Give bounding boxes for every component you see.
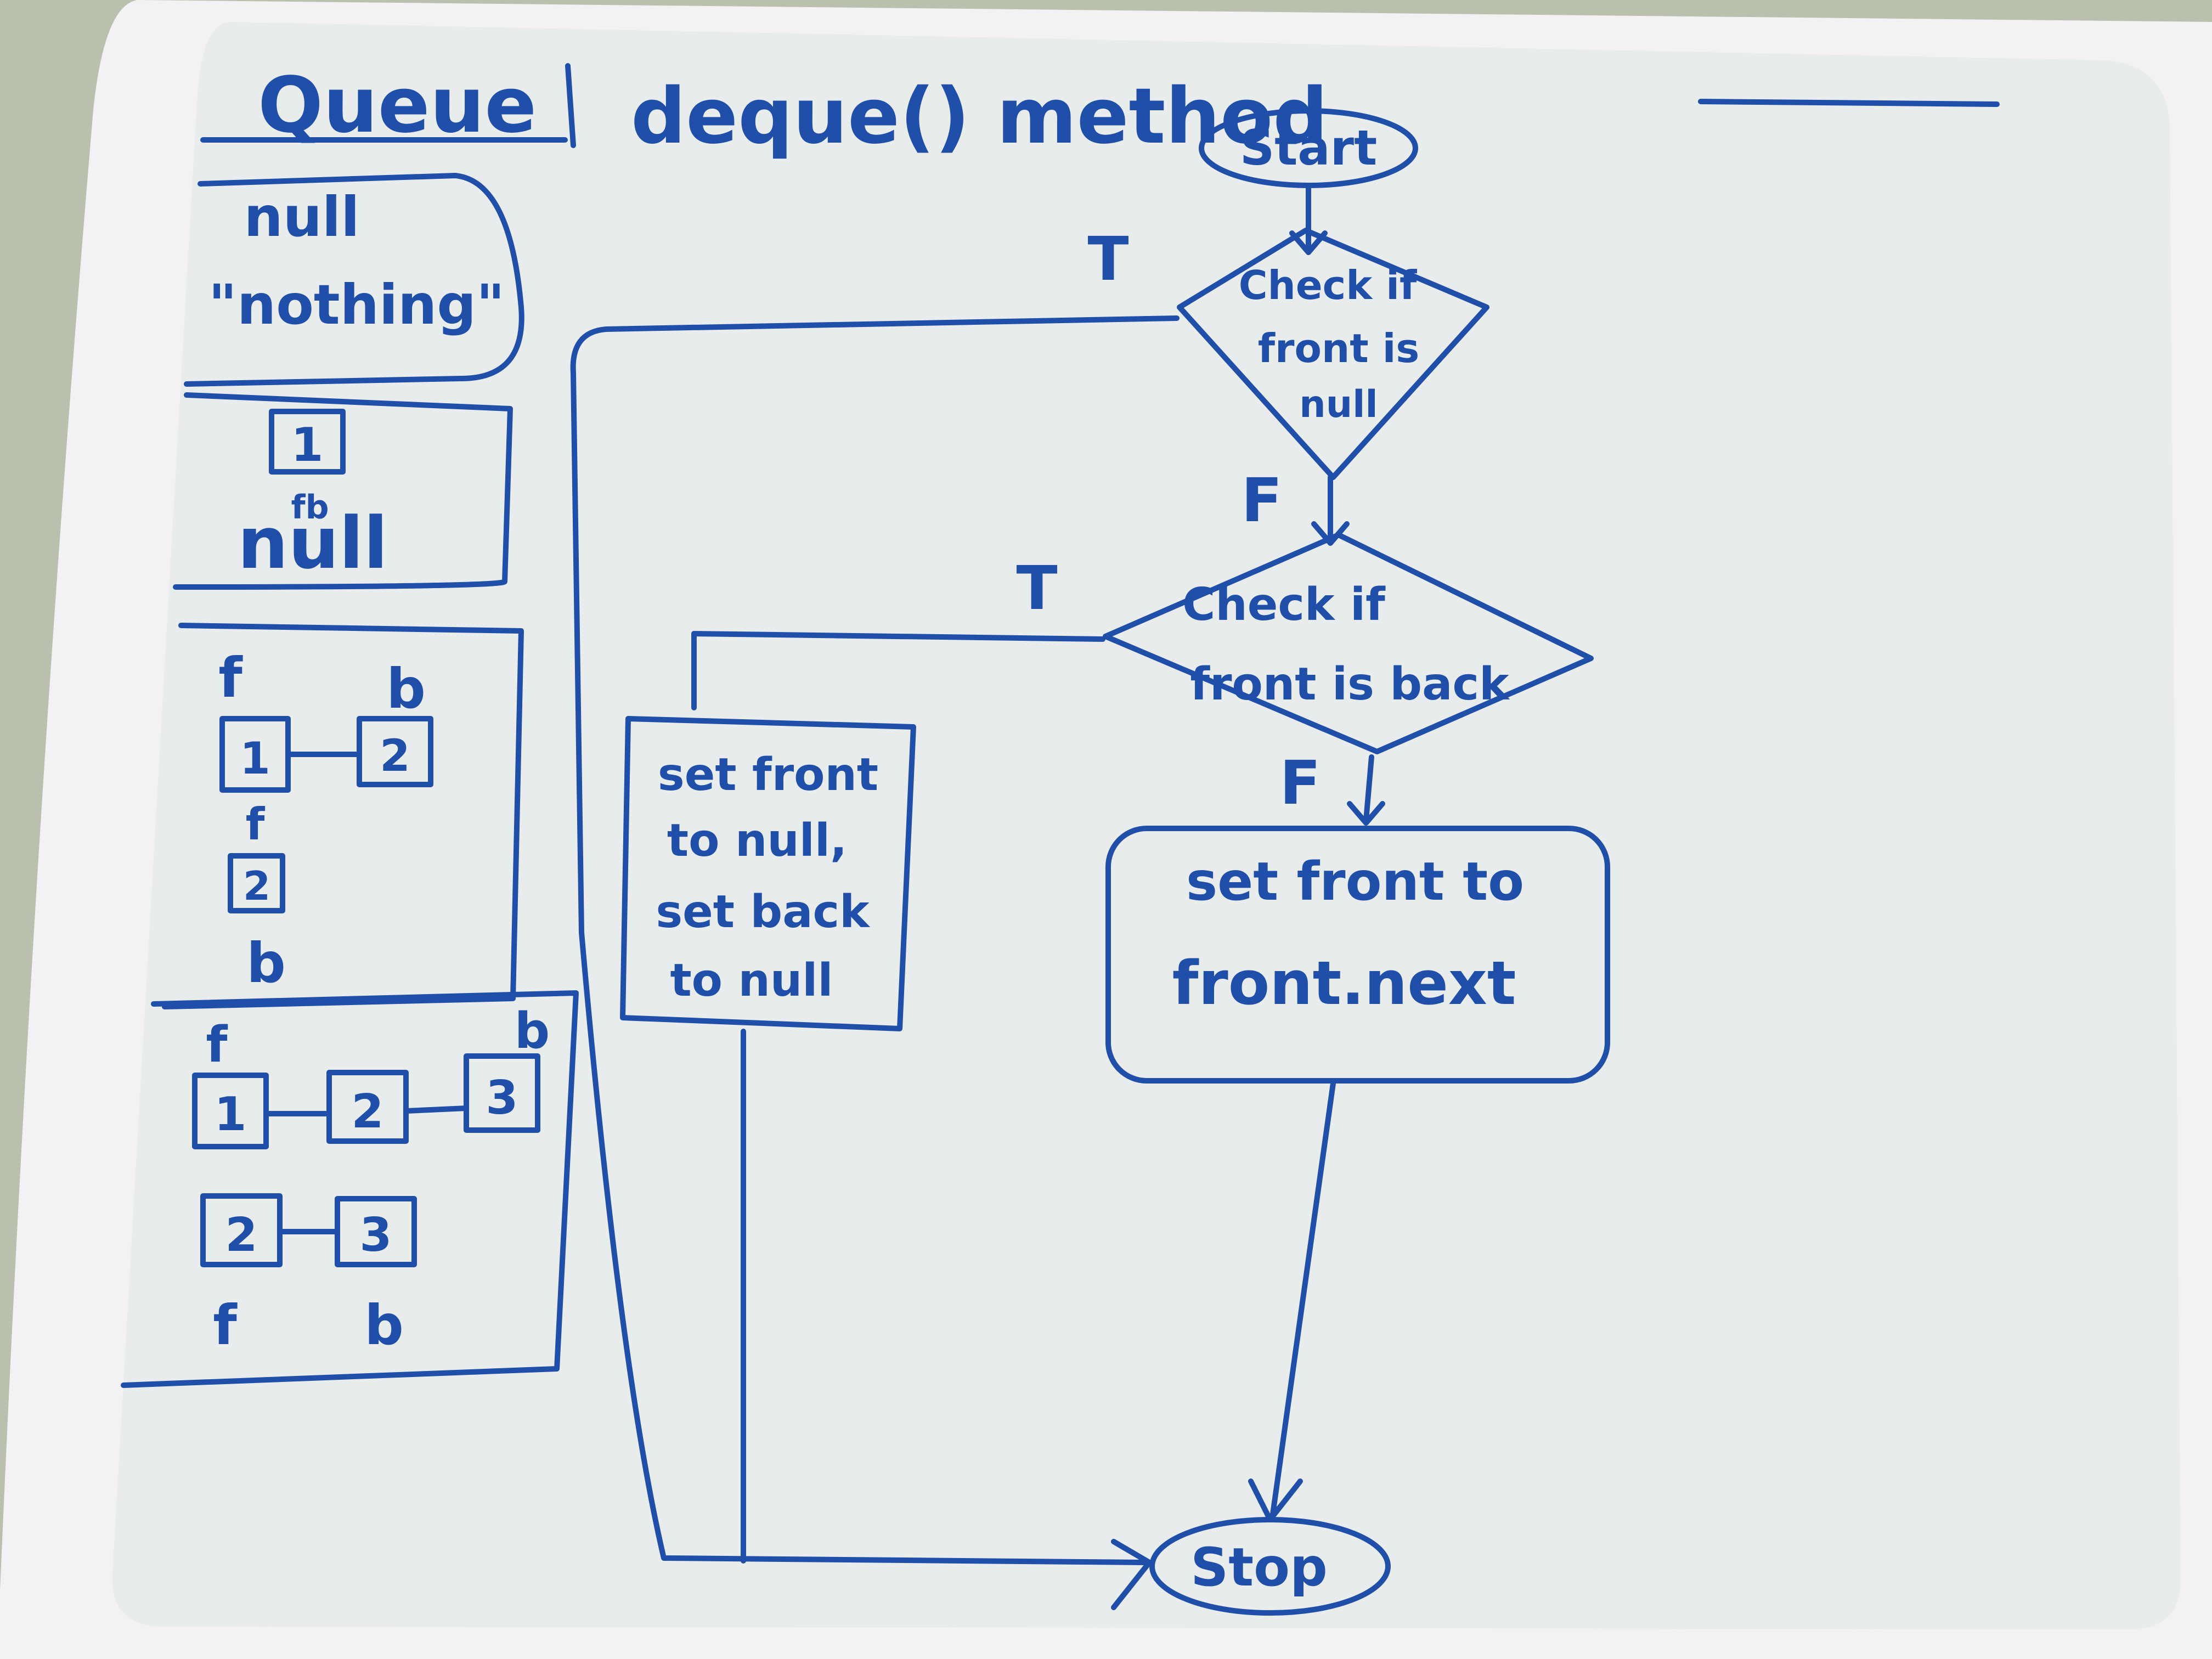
sidebar-two-after-front: f [246,799,266,850]
start-label: Start [1240,120,1377,176]
sidebar-three-front: f [206,1016,228,1074]
process-next-line1: set front to [1186,851,1524,912]
decision2-true-label: T [1016,553,1057,623]
sidebar-three-node-3-value: 3 [486,1071,518,1125]
process-next-line2: front.next [1172,948,1516,1018]
sidebar-two-node-2 [357,716,433,787]
sidebar-two-front: f [218,646,243,710]
arrow-into-stop [1111,1539,1152,1610]
sidebar-two-after-back: b [246,931,286,995]
line-decision2-true-to-process [691,631,1105,710]
line-decision1-true-to-stop [570,315,1180,1565]
sidebar-empty-null: null [244,185,360,249]
sidebar-three-link-2 [403,1105,469,1114]
board-surface [112,22,2181,1629]
sidebar-three-after-node-3 [335,1196,417,1267]
sidebar-three-back: b [515,1002,550,1060]
process-null-line3: set back [656,886,871,938]
decision-front-is-back [1103,532,1594,754]
sidebar-three-node-3 [464,1053,540,1133]
decision1-false-label: F [1241,465,1282,535]
sidebar-empty-box [184,173,524,387]
sidebar-three-node-2 [326,1070,409,1144]
title-queue: Queue [258,61,537,150]
top-edge-line [1698,99,2000,107]
sidebar-single-box [173,392,513,590]
sidebar-three-after-node-3-value: 3 [359,1208,392,1262]
sidebar-three-after-node-2-value: 2 [225,1208,257,1262]
process-null-line4: to null [670,955,833,1007]
arrow-decision2-to-process-next [1347,754,1385,826]
sidebar-three-node-1-value: 1 [214,1087,246,1142]
decision2-false-label: F [1279,748,1321,818]
decision1-line3: null [1299,383,1378,426]
sidebar-empty-nothing: "nothing" [208,273,505,337]
sidebar-single-node [269,409,346,475]
decision1-true-label: T [1087,224,1128,294]
sidebar-three-box [121,990,579,1388]
decision1-line2: front is [1258,325,1420,371]
sidebar-two-node-2-value: 2 [380,730,410,781]
sidebar-two-back: b [386,657,426,721]
title-underline [200,63,576,148]
title-method: deque() method [631,72,1328,161]
sidebar-two-node-1-value: 1 [240,733,270,784]
process-set-front-next-box [1105,826,1610,1084]
decision2-line1: Check if [1182,579,1386,631]
process-set-null-box [620,716,916,1031]
sidebar-three-after-back: b [364,1293,404,1357]
stop-label: Stop [1190,1537,1328,1598]
decision1-line1: Check if [1239,262,1417,308]
process-null-line2: to null, [667,815,847,867]
sidebar-single-after: null [238,501,388,585]
decision2-line2: front is back [1190,658,1510,710]
arrow-decision1-to-decision2 [1311,475,1350,546]
arrow-start-to-decision1 [1289,184,1328,255]
sidebar-two-after-node [228,853,285,913]
sidebar-three-after-front: f [213,1293,238,1357]
sidebar-single-node-value: 1 [291,418,323,472]
sidebar-single-pointer: fb [291,488,329,527]
process-null-line1: set front [658,749,878,801]
stop-terminal [1149,1517,1391,1616]
sidebar-three-node-2-value: 2 [351,1085,383,1139]
sidebar-two-box [162,623,524,1009]
sidebar-two-after-node-value: 2 [243,863,270,909]
